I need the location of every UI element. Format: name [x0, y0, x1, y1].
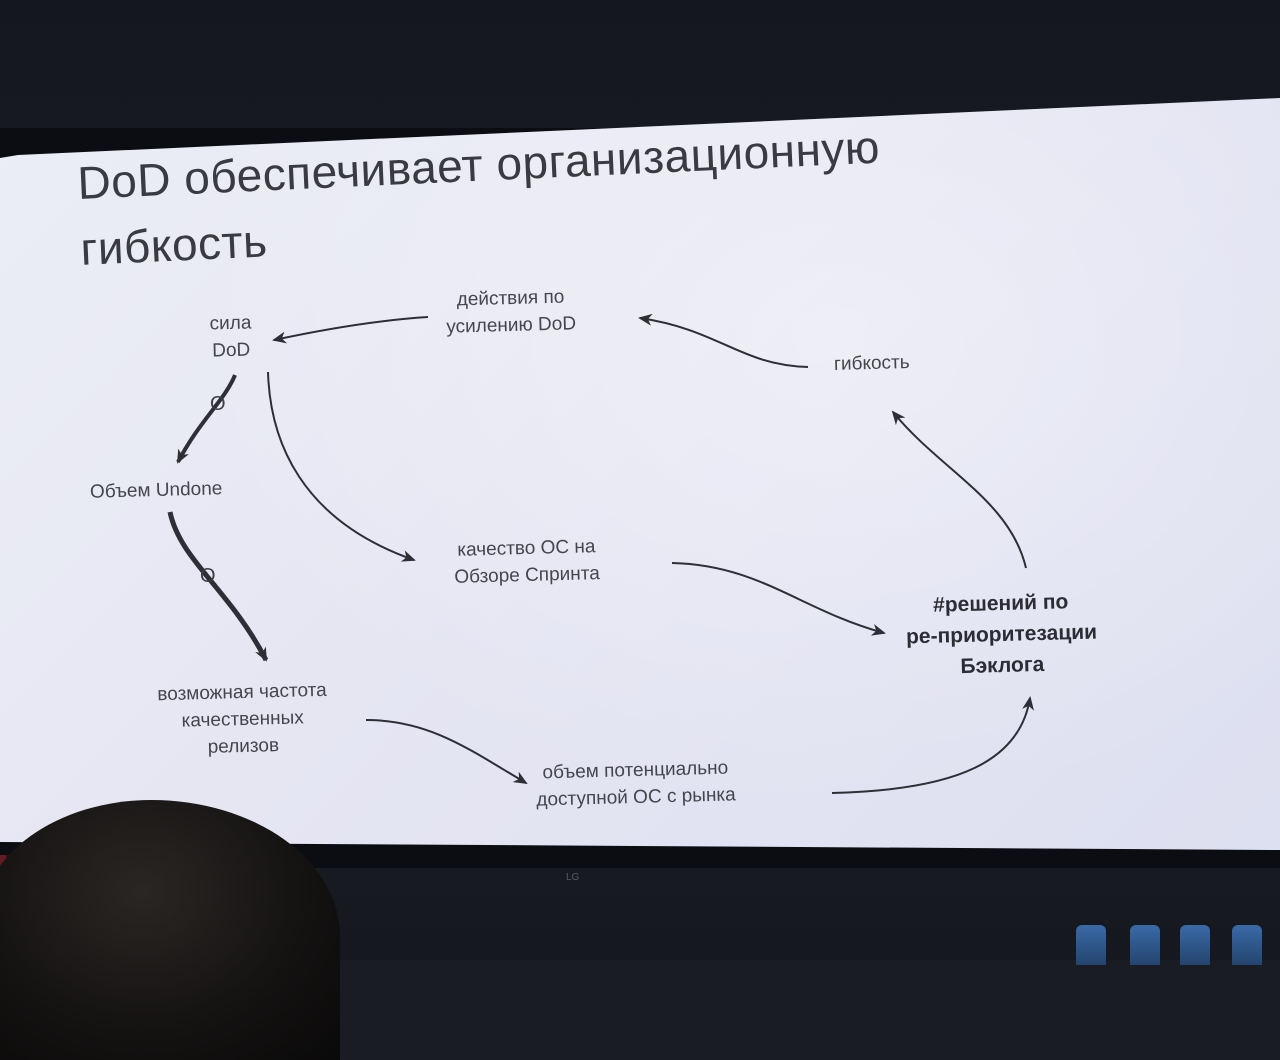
- arrow-sila-to-kachestvo: [267, 371, 416, 562]
- water-bottle: [1232, 925, 1262, 965]
- node-obem-undone: Объем Undone: [90, 475, 223, 505]
- node-resheniy-label: #решений по ре-приоритезации Бэклога: [905, 590, 1098, 679]
- node-deystviya: действия по усилению DoD: [445, 283, 576, 340]
- slide-screen: [0, 98, 1280, 850]
- arrow-resheniy-to-gibkost: [891, 410, 1027, 569]
- arrow-sila-to-undone: [176, 374, 237, 464]
- node-obem-potencialno: объем потенциально доступной ОС с рынка: [535, 754, 736, 813]
- node-sila-dod: сила DoD: [209, 309, 252, 364]
- node-sila-dod-label: сила DoD: [209, 312, 252, 362]
- node-gibkost: гибкость: [834, 349, 910, 378]
- node-kachestvo-os-label: качество ОС на Обзоре Спринта: [454, 536, 601, 588]
- water-bottle: [1076, 925, 1106, 965]
- node-deystviya-label: действия по усилению DoD: [446, 286, 577, 338]
- tv-brand-logo: LG: [566, 872, 580, 883]
- arrow-obem-to-resheniy: [831, 696, 1035, 794]
- water-bottle: [1180, 925, 1210, 965]
- diagram-arrows: [167, 313, 1035, 794]
- water-bottle: [1130, 925, 1160, 965]
- node-resheniy: #решений по ре-приоритезации Бэклога: [905, 586, 1098, 684]
- node-gibkost-label: гибкость: [833, 352, 910, 375]
- node-chastota-label: возможная частота качественных релизов: [157, 679, 327, 758]
- screen-glare: [0, 98, 1280, 850]
- node-obem-undone-label: Объем Undone: [89, 478, 223, 503]
- node-chastota: возможная частота качественных релизов: [157, 677, 328, 762]
- node-obem-potencialno-label: объем потенциально доступной ОС с рынка: [536, 757, 736, 811]
- arrow-deystviya-to-sila: [272, 316, 429, 344]
- arrow-chastota-to-obem: [365, 719, 528, 785]
- marker-o-opposite-1: O: [210, 393, 226, 415]
- arrow-kachestvo-to-resheniy: [671, 562, 886, 636]
- arrow-gibkost-to-deystviya: [638, 313, 809, 368]
- marker-o-opposite-2: O: [200, 565, 216, 587]
- node-kachestvo-os: качество ОС на Обзоре Спринта: [453, 533, 600, 591]
- arrow-undone-to-chastota: [167, 511, 269, 662]
